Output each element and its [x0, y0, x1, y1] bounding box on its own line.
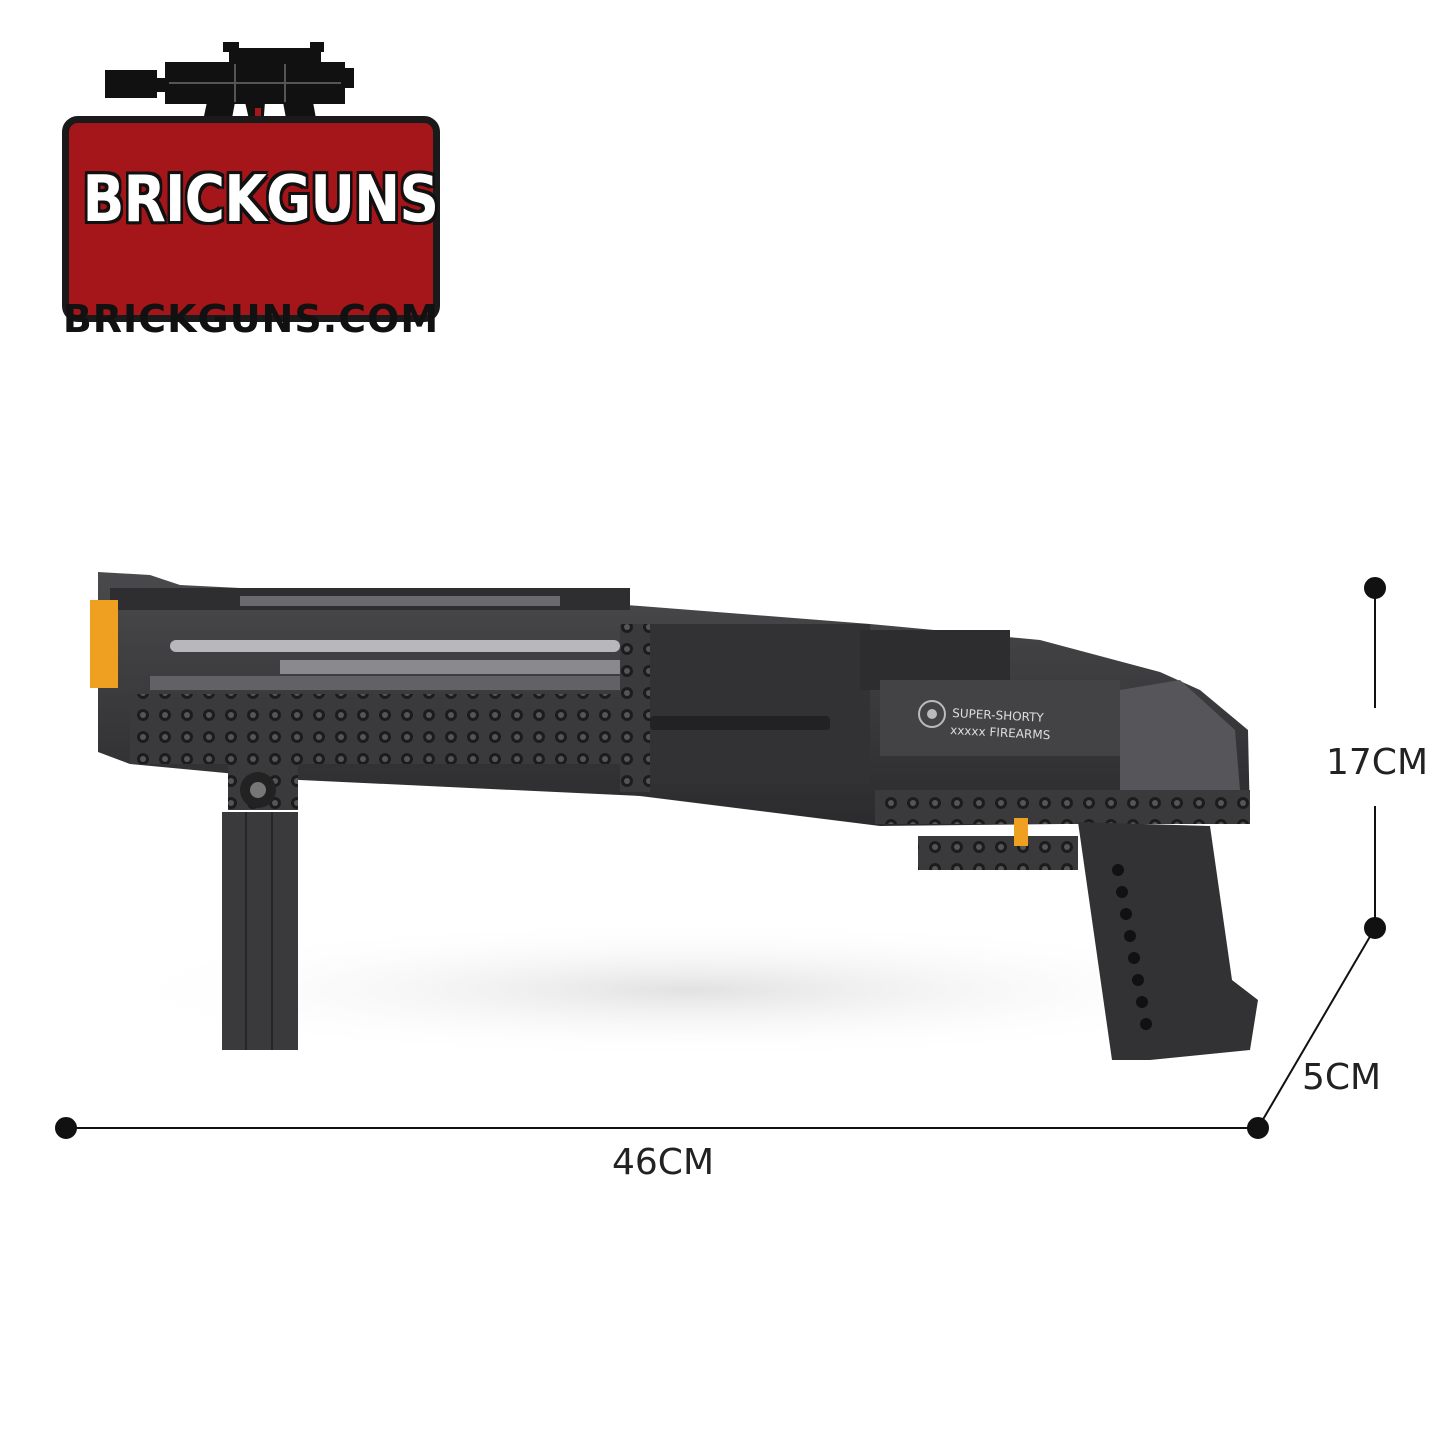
brand-logo: BRICKGUNS BRICKGUNS.COM	[55, 38, 455, 358]
logo-brand-text: BRICKGUNS	[82, 163, 439, 237]
dimension-markers	[55, 577, 1386, 1139]
floor-shadow	[90, 920, 1290, 1060]
height-label: 17CM	[1326, 742, 1429, 783]
engraving-line2: xxxxx FIREARMS	[950, 723, 1051, 742]
logo-badge	[62, 116, 440, 322]
width-start-dot	[55, 1117, 77, 1139]
logo-url: BRICKGUNS.COM	[62, 297, 440, 341]
engraving-line1: SUPER-SHORTY	[952, 706, 1045, 725]
depth-label: 5CM	[1302, 1057, 1382, 1098]
depth-line	[1257, 927, 1376, 1129]
toy-shotgun	[90, 572, 1258, 1060]
height-top-dot	[1364, 577, 1386, 599]
width-label: 46CM	[612, 1142, 715, 1183]
